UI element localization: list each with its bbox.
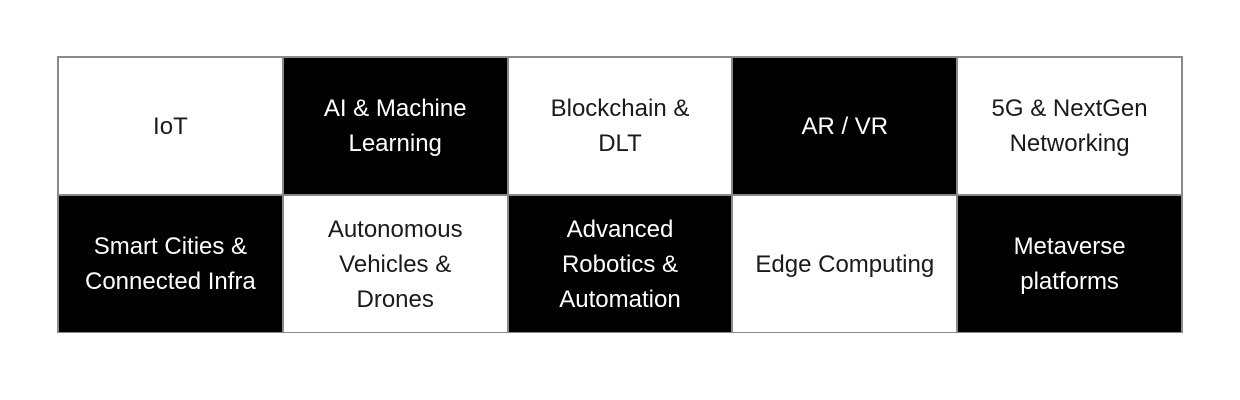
grid-cell-label: AR / VR	[801, 112, 889, 140]
grid-cell-5g-nextgen-networking[interactable]: 5G & NextGen Networking	[957, 57, 1182, 195]
grid-cell-edge-computing[interactable]: Edge Computing	[732, 195, 958, 333]
grid-cell-ai-machine-learning[interactable]: AI & Machine Learning	[282, 57, 508, 195]
grid-cell-label: AI & Machine Learning	[323, 95, 467, 157]
grid-cell-label: Edge Computing	[755, 250, 935, 278]
grid-cell-label: Metaverse platforms	[1013, 233, 1126, 295]
grid-cell-ar-vr[interactable]: AR / VR	[732, 57, 958, 195]
grid-cell-autonomous-vehicles-drones[interactable]: Autonomous Vehicles & Drones	[282, 195, 508, 333]
grid-cell-smart-cities-connected-infra[interactable]: Smart Cities & Connected Infra	[58, 195, 283, 333]
grid-cell-blockchain-dlt[interactable]: Blockchain & DLT	[507, 57, 733, 195]
grid-cell-label: IoT	[153, 112, 188, 140]
grid-cell-advanced-robotics-automation[interactable]: Advanced Robotics & Automation	[507, 195, 733, 333]
grid-cell-label: Advanced Robotics & Automation	[559, 215, 681, 313]
grid-cell-label: Smart Cities & Connected Infra	[85, 233, 256, 295]
grid-cell-label: Blockchain & DLT	[550, 95, 690, 157]
grid-cell-iot[interactable]: IoT	[58, 57, 283, 195]
grid-cell-label: 5G & NextGen Networking	[991, 95, 1148, 157]
grid-cell-label: Autonomous Vehicles & Drones	[327, 215, 463, 313]
grid-cell-metaverse-platforms[interactable]: Metaverse platforms	[957, 195, 1182, 333]
technology-grid: IoT AI & Machine Learning Blockchain & D…	[57, 56, 1183, 333]
